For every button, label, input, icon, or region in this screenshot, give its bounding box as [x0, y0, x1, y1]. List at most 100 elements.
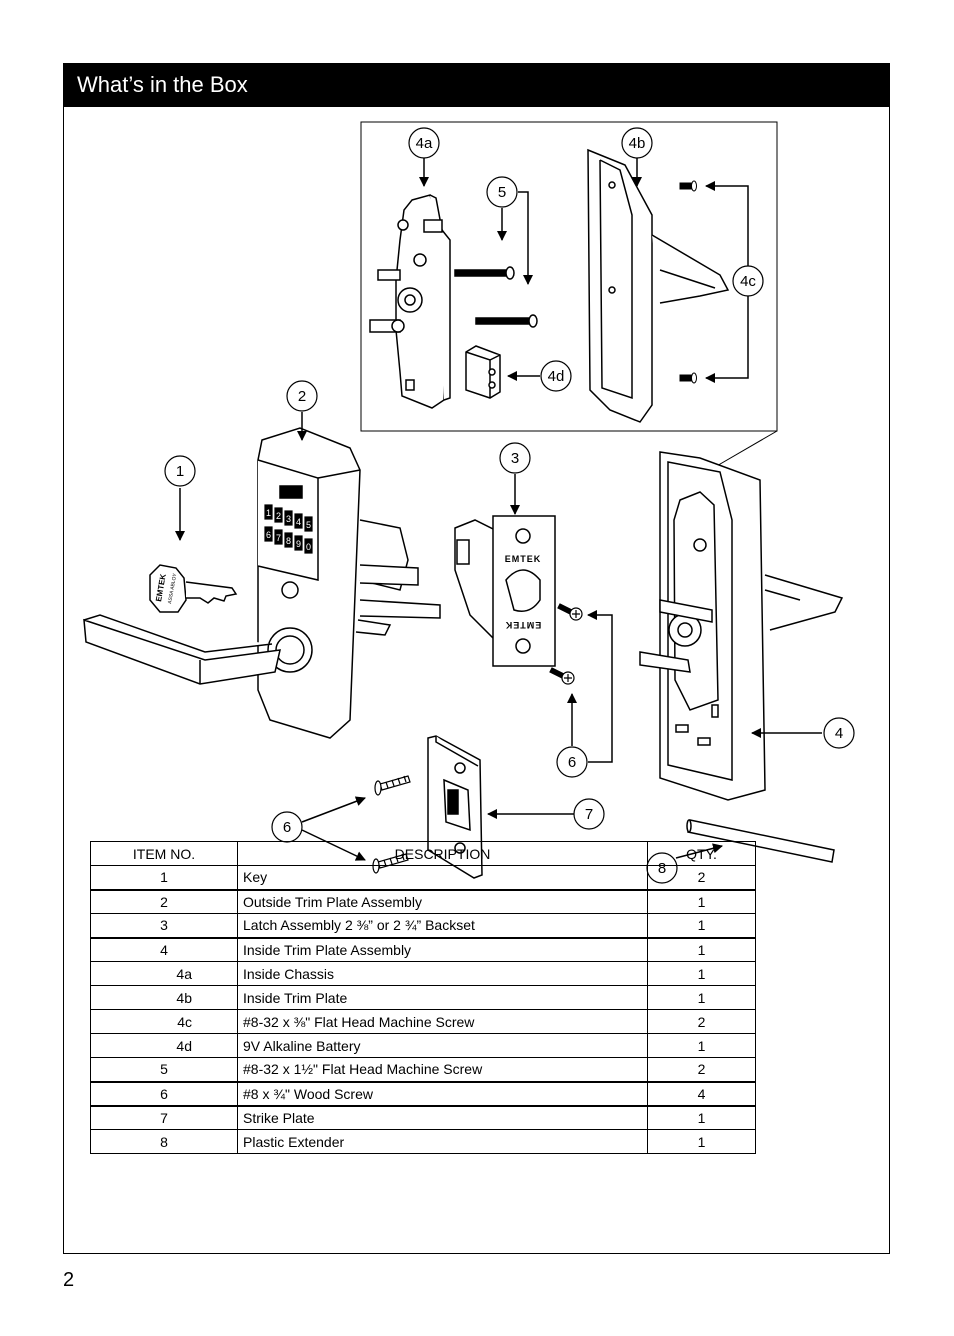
- svg-text:3: 3: [511, 450, 519, 467]
- battery-illustration: [465, 345, 501, 399]
- keypad-key-label: 7: [276, 533, 281, 543]
- svg-text:7: 7: [585, 806, 593, 823]
- header-qty: QTY.: [647, 841, 756, 866]
- svg-text:6: 6: [568, 754, 576, 771]
- inside-trim-assembly-illustration: [639, 451, 844, 801]
- svg-text:1: 1: [176, 463, 184, 480]
- svg-text:6: 6: [283, 819, 291, 836]
- section-title: What’s in the Box: [77, 72, 248, 97]
- parts-table-header-row: ITEM NO. DESCRIPTION QTY.: [90, 841, 756, 866]
- latch-assembly-illustration: EMTEK EMTEK: [454, 515, 556, 667]
- svg-text:4a: 4a: [416, 135, 433, 152]
- latch-brand-top: EMTEK: [505, 554, 542, 564]
- description-cell: Strike Plate: [237, 1105, 648, 1130]
- item-no-cell: 3: [90, 913, 238, 939]
- header-item-no: ITEM NO.: [90, 841, 238, 866]
- callout-2: 2: [286, 380, 318, 412]
- latch-brand-bottom: EMTEK: [505, 620, 542, 630]
- callout-4: 4: [823, 717, 855, 749]
- inset-leader-line: [714, 430, 778, 468]
- description-cell: Plastic Extender: [237, 1129, 648, 1154]
- svg-text:4c: 4c: [740, 273, 756, 290]
- description-cell: Latch Assembly 2 ⅜” or 2 ¾” Backset: [237, 913, 648, 939]
- page-number: 2: [63, 1269, 75, 1291]
- item-no-cell: 5: [90, 1057, 238, 1083]
- item-no-cell: 8: [90, 1129, 238, 1154]
- item-no-cell: 6: [90, 1081, 238, 1107]
- keypad-key: [273, 528, 284, 546]
- key-brand-subtext: ASSA ABLOY: [167, 572, 178, 604]
- key-illustration: EMTEK ASSA ABLOY: [149, 564, 238, 613]
- header-description: DESCRIPTION: [237, 841, 648, 866]
- keypad-key-label: 5: [306, 520, 311, 530]
- inside-trim-plate-illustration: [587, 148, 730, 423]
- keypad-key: [263, 503, 274, 521]
- description-cell: #8-32 x 1½" Flat Head Machine Screw: [237, 1057, 648, 1083]
- svg-text:5: 5: [498, 184, 506, 201]
- keypad-key-label: 1: [266, 508, 271, 518]
- qty-cell: 2: [647, 865, 756, 891]
- callout-4d: 4d: [540, 360, 572, 392]
- item-no-cell: 7: [90, 1105, 238, 1130]
- keypad-key: [283, 509, 294, 527]
- callout-4b: 4b: [621, 127, 653, 159]
- callout-4c: 4c: [732, 265, 764, 297]
- keypad-key-label: 3: [286, 514, 291, 524]
- latch-screws-illustration: [549, 603, 583, 685]
- callouts: 4a 4b 5 4c 4d 2 1 3 4 6 7 6 8: [164, 127, 855, 884]
- qty-cell: 2: [647, 1057, 756, 1083]
- item-no-cell: 4a: [90, 961, 238, 986]
- svg-text:2: 2: [298, 388, 306, 405]
- qty-cell: 1: [647, 889, 756, 914]
- outside-trim-plate-illustration: [83, 427, 441, 739]
- callout-6-latch: 6: [556, 746, 588, 778]
- callout-3: 3: [499, 442, 531, 474]
- callout-4a: 4a: [408, 127, 440, 159]
- qty-cell: 1: [647, 1129, 756, 1154]
- description-cell: Inside Trim Plate Assembly: [237, 937, 648, 962]
- long-screws-illustration: [454, 266, 538, 328]
- keypad-key: [303, 537, 314, 555]
- qty-cell: 2: [647, 1009, 756, 1034]
- description-cell: #8-32 x ⅜" Flat Head Machine Screw: [237, 1009, 648, 1034]
- callout-1: 1: [164, 455, 196, 487]
- keypad-key-label: 9: [296, 539, 301, 549]
- qty-cell: 1: [647, 985, 756, 1010]
- keypad-key: [293, 534, 304, 552]
- item-no-cell: 1: [90, 865, 238, 891]
- description-cell: 9V Alkaline Battery: [237, 1033, 648, 1058]
- callout-7: 7: [573, 798, 605, 830]
- plastic-extender-illustration: [686, 819, 835, 863]
- small-screws-illustration: [679, 180, 697, 384]
- keypad-key: [263, 525, 274, 543]
- keypad-key-label: 2: [276, 511, 281, 521]
- qty-cell: 1: [647, 961, 756, 986]
- keypad-key: [273, 506, 284, 524]
- item-no-cell: 4: [90, 937, 238, 962]
- keypad-key-label: 0: [306, 542, 311, 552]
- qty-cell: 1: [647, 1033, 756, 1058]
- qty-cell: 4: [647, 1081, 756, 1107]
- keypad-key: [283, 531, 294, 549]
- qty-cell: 1: [647, 913, 756, 939]
- detail-inset-box: [360, 121, 778, 432]
- item-no-cell: 2: [90, 889, 238, 914]
- page-frame: What’s in the Box: [63, 63, 890, 1254]
- svg-text:4d: 4d: [548, 368, 565, 385]
- callout-6-strike: 6: [271, 811, 303, 843]
- qty-cell: 1: [647, 937, 756, 962]
- keypad-key-label: 8: [286, 536, 291, 546]
- description-cell: #8 x ¾" Wood Screw: [237, 1081, 648, 1107]
